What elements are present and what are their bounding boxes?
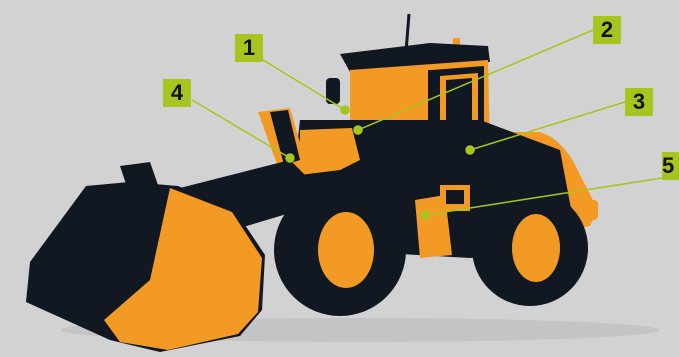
front-rim: [318, 212, 374, 288]
leader-dot-2: [354, 126, 362, 134]
callout-1[interactable]: 1: [235, 34, 263, 62]
engine-mount: [360, 128, 420, 162]
leader-dot-5: [421, 211, 429, 219]
cab-glass: [446, 78, 472, 126]
callout-4[interactable]: 4: [163, 79, 191, 107]
callout-2[interactable]: 2: [593, 16, 621, 44]
leader-dot-4: [286, 154, 294, 162]
rear-rim: [512, 214, 560, 282]
tank-detail: [446, 190, 464, 204]
callout-3[interactable]: 3: [625, 88, 653, 116]
leader-dot-1: [341, 106, 349, 114]
leader-dot-3: [466, 146, 474, 154]
rear-light: [576, 200, 598, 220]
callout-5[interactable]: 5: [662, 152, 679, 180]
